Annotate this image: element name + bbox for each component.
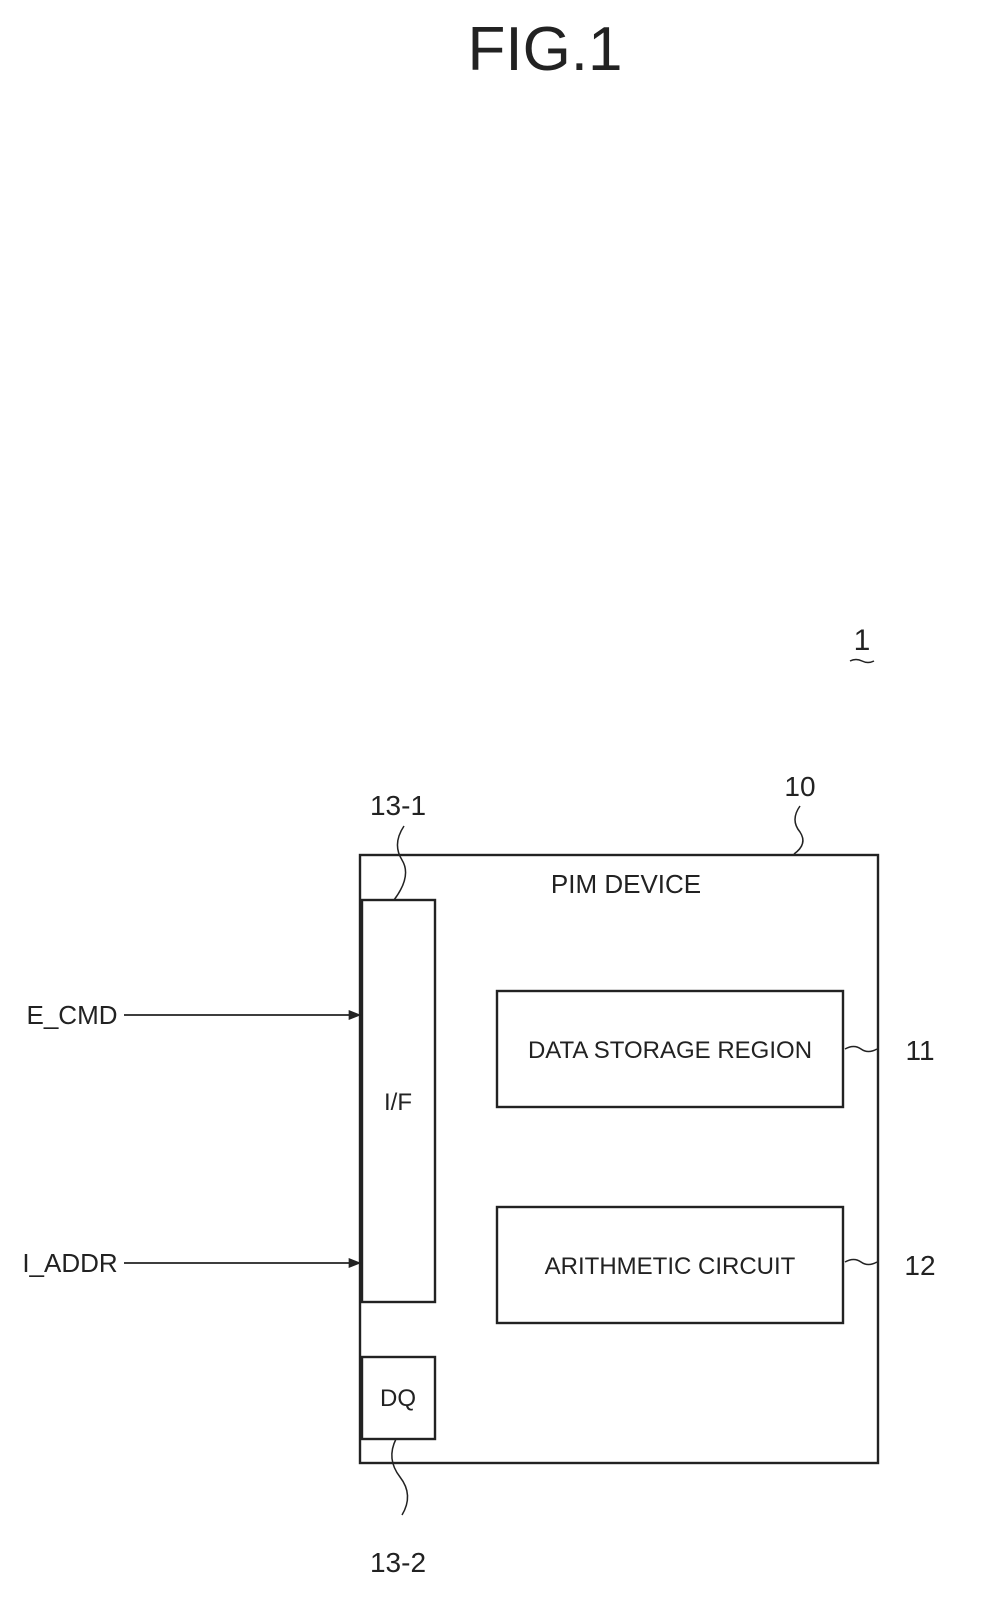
dq-label: DQ <box>380 1385 416 1412</box>
data-storage-reference-label: 11 <box>905 1035 934 1066</box>
arithmetic-reference-label: 12 <box>904 1250 935 1281</box>
arithmetic-circuit-label: ARITHMETIC CIRCUIT <box>545 1253 796 1280</box>
device-leader-line <box>794 806 803 854</box>
data-storage-leader-line <box>845 1047 877 1052</box>
pim-device-box <box>360 855 878 1463</box>
system-reference-label: 1 <box>854 624 871 657</box>
interface-leader-line <box>394 826 406 900</box>
interface-label: I/F <box>384 1089 412 1116</box>
figure-title: FIG.1 <box>467 15 622 84</box>
data-storage-region-label: DATA STORAGE REGION <box>528 1037 812 1064</box>
device-reference-label: 10 <box>784 771 815 802</box>
pim-device-label: PIM DEVICE <box>551 869 701 899</box>
dq-reference-label: 13-2 <box>370 1547 426 1578</box>
arithmetic-leader-line <box>845 1260 877 1265</box>
command-input-label: E_CMD <box>26 1000 117 1030</box>
interface-reference-label: 13-1 <box>370 790 426 821</box>
address-input-label: I_ADDR <box>22 1248 117 1278</box>
system-reference-underline <box>850 660 874 663</box>
dq-leader-line <box>392 1439 408 1515</box>
